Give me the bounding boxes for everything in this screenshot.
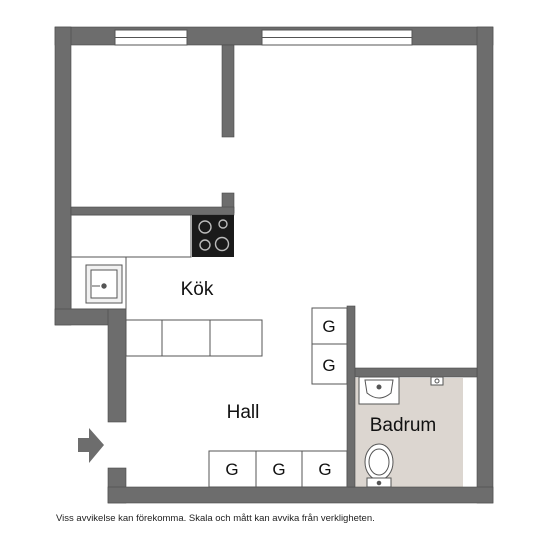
wardrobe-label: G — [272, 460, 285, 479]
wardrobes-row — [208, 450, 348, 488]
entrance-arrow-icon — [78, 428, 104, 463]
wardrobe — [255, 450, 303, 488]
wall-bottom — [107, 486, 494, 504]
wardrobe-label: G — [225, 460, 238, 479]
disclaimer-text: Viss avvikelse kan förekomma. Skala och … — [56, 513, 375, 524]
kitchen-counter — [70, 214, 192, 310]
kitchen-cabinets — [125, 319, 263, 357]
room-label-kitchen: Kök — [181, 279, 214, 300]
washbasin-icon — [358, 376, 400, 405]
room-label-hall: Hall — [227, 402, 260, 423]
room-label-bathroom: Badrum — [370, 415, 437, 436]
wall-right — [476, 26, 494, 504]
wall-bathroom-left — [346, 305, 356, 488]
wall-bedroom-bottom — [70, 206, 235, 216]
wall-bedroom-right-upper — [221, 44, 235, 138]
wardrobe — [311, 343, 348, 385]
wardrobe-label: G — [322, 317, 335, 336]
toilet-icon — [364, 443, 394, 488]
wardrobe-label: G — [322, 356, 335, 375]
wall-left-lower — [107, 308, 127, 423]
wardrobes-column — [311, 307, 348, 385]
faucet-icon — [430, 376, 444, 386]
wall-bathroom-top — [351, 367, 478, 378]
windows — [114, 29, 413, 46]
wall-left-upper — [54, 26, 72, 326]
wardrobe — [301, 450, 348, 488]
wardrobe — [311, 307, 348, 345]
stove-icon — [192, 215, 234, 257]
interior-walls — [70, 44, 478, 488]
wardrobe-label: G — [318, 460, 331, 479]
